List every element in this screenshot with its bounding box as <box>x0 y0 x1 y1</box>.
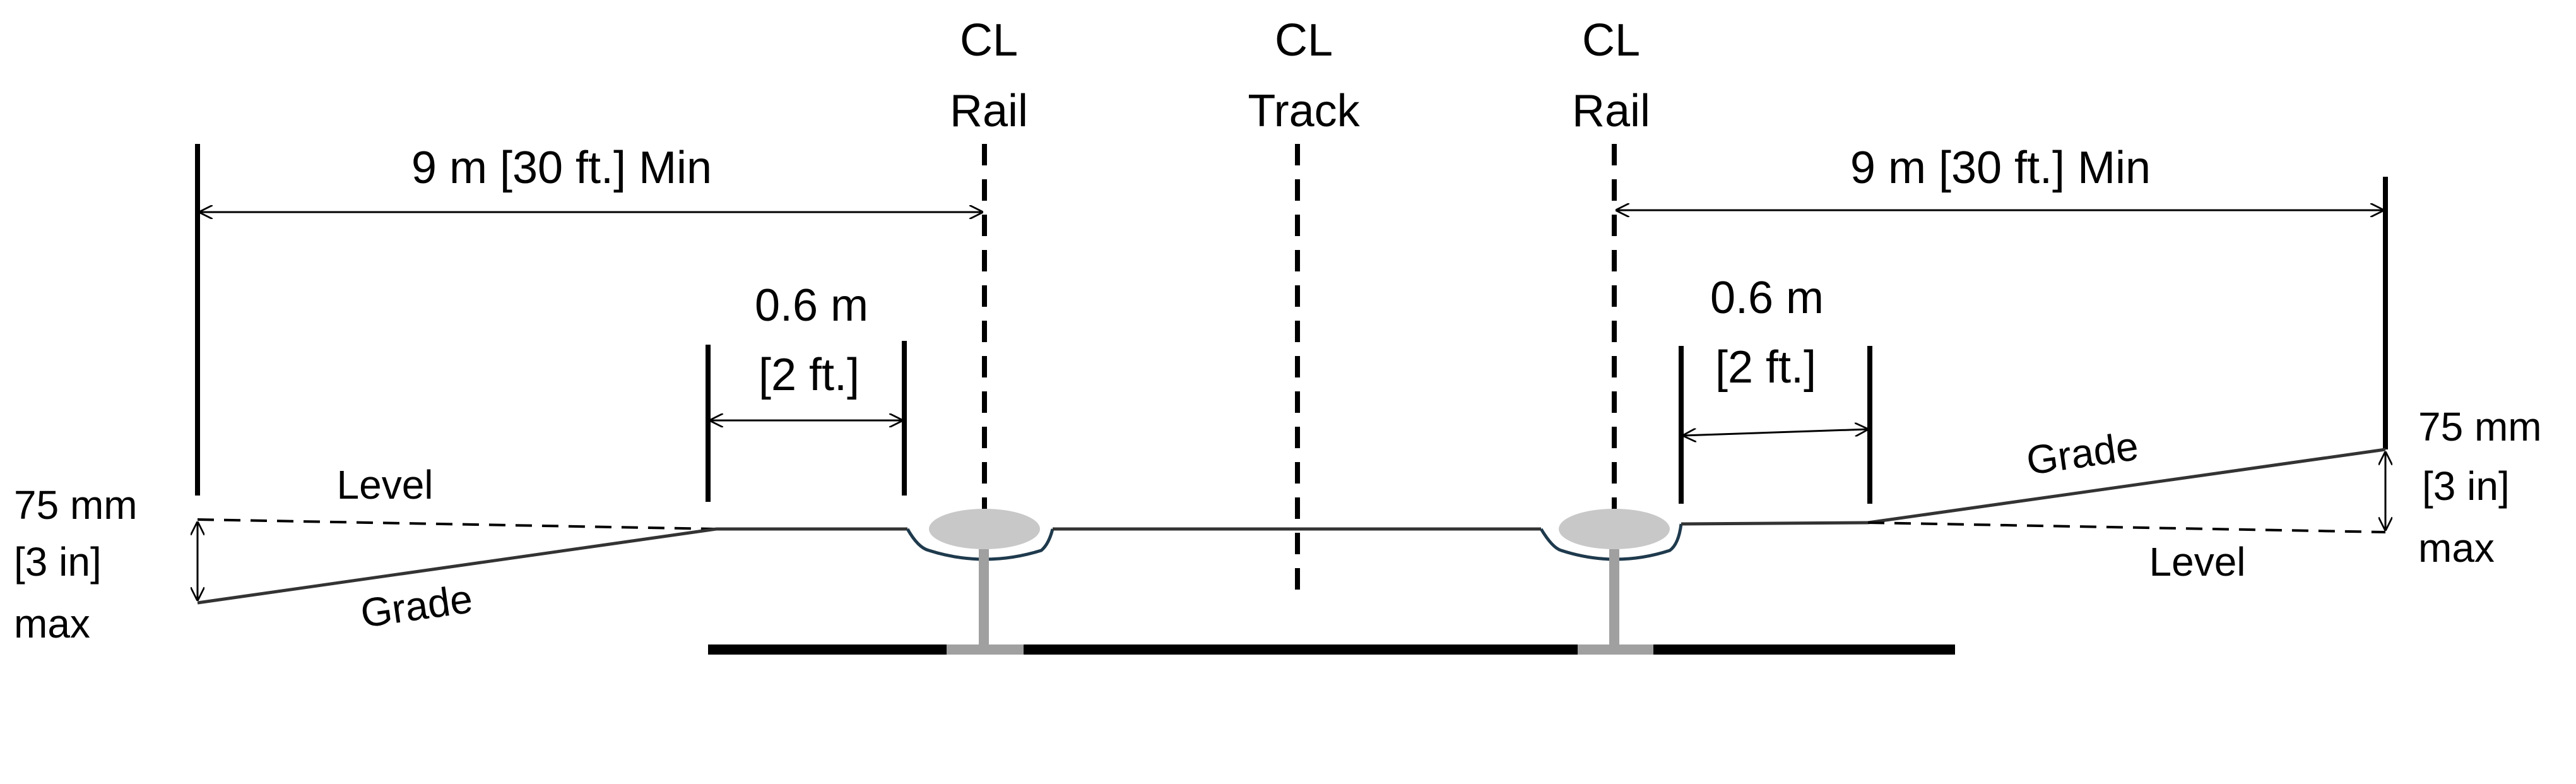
offset-dimension-right <box>1683 429 1868 436</box>
grade-line-left <box>197 527 717 605</box>
cl-rail-left-line1: CL <box>960 15 1018 66</box>
road-surface-right <box>1681 521 1869 526</box>
drop-label-left-line1: 75 mm <box>14 482 138 528</box>
offset-label-left-line2: [2 ft.] <box>759 350 860 400</box>
level-line-left <box>197 518 717 530</box>
offset-label-right-line2: [2 ft.] <box>1715 342 1816 393</box>
offset-label-left-line1: 0.6 m <box>755 280 868 331</box>
cl-track-line1: CL <box>1275 15 1333 66</box>
level-label-left: Level <box>337 462 434 508</box>
drop-label-right-line2: [3 in] <box>2422 463 2510 509</box>
rail-head-left <box>929 509 1040 549</box>
grade-line-right <box>1867 448 2386 525</box>
cl-track-line2: Track <box>1248 86 1360 136</box>
level-label-right: Level <box>2149 539 2246 585</box>
rail-head-right <box>1559 509 1670 549</box>
level-line-right <box>1867 521 2386 533</box>
cl-rail-right-line1: CL <box>1582 15 1640 66</box>
rail-web-left <box>979 549 989 650</box>
cl-rail-right-line2: Rail <box>1572 86 1650 136</box>
cl-rail-left-line2: Rail <box>950 86 1028 136</box>
grade-label-right: Grade <box>2024 423 2141 484</box>
rail-web-right <box>1609 549 1619 650</box>
clearance-label-left: 9 m [30 ft.] Min <box>411 143 712 193</box>
drop-label-right-line3: max <box>2418 525 2495 571</box>
grade-label-left: Grade <box>358 576 475 636</box>
drop-label-left-line2: [3 in] <box>14 539 102 585</box>
offset-label-right-line1: 0.6 m <box>1710 273 1824 323</box>
clearance-label-right: 9 m [30 ft.] Min <box>1850 143 2151 193</box>
drop-label-right-line1: 75 mm <box>2418 404 2542 449</box>
drop-label-left-line3: max <box>14 601 90 646</box>
